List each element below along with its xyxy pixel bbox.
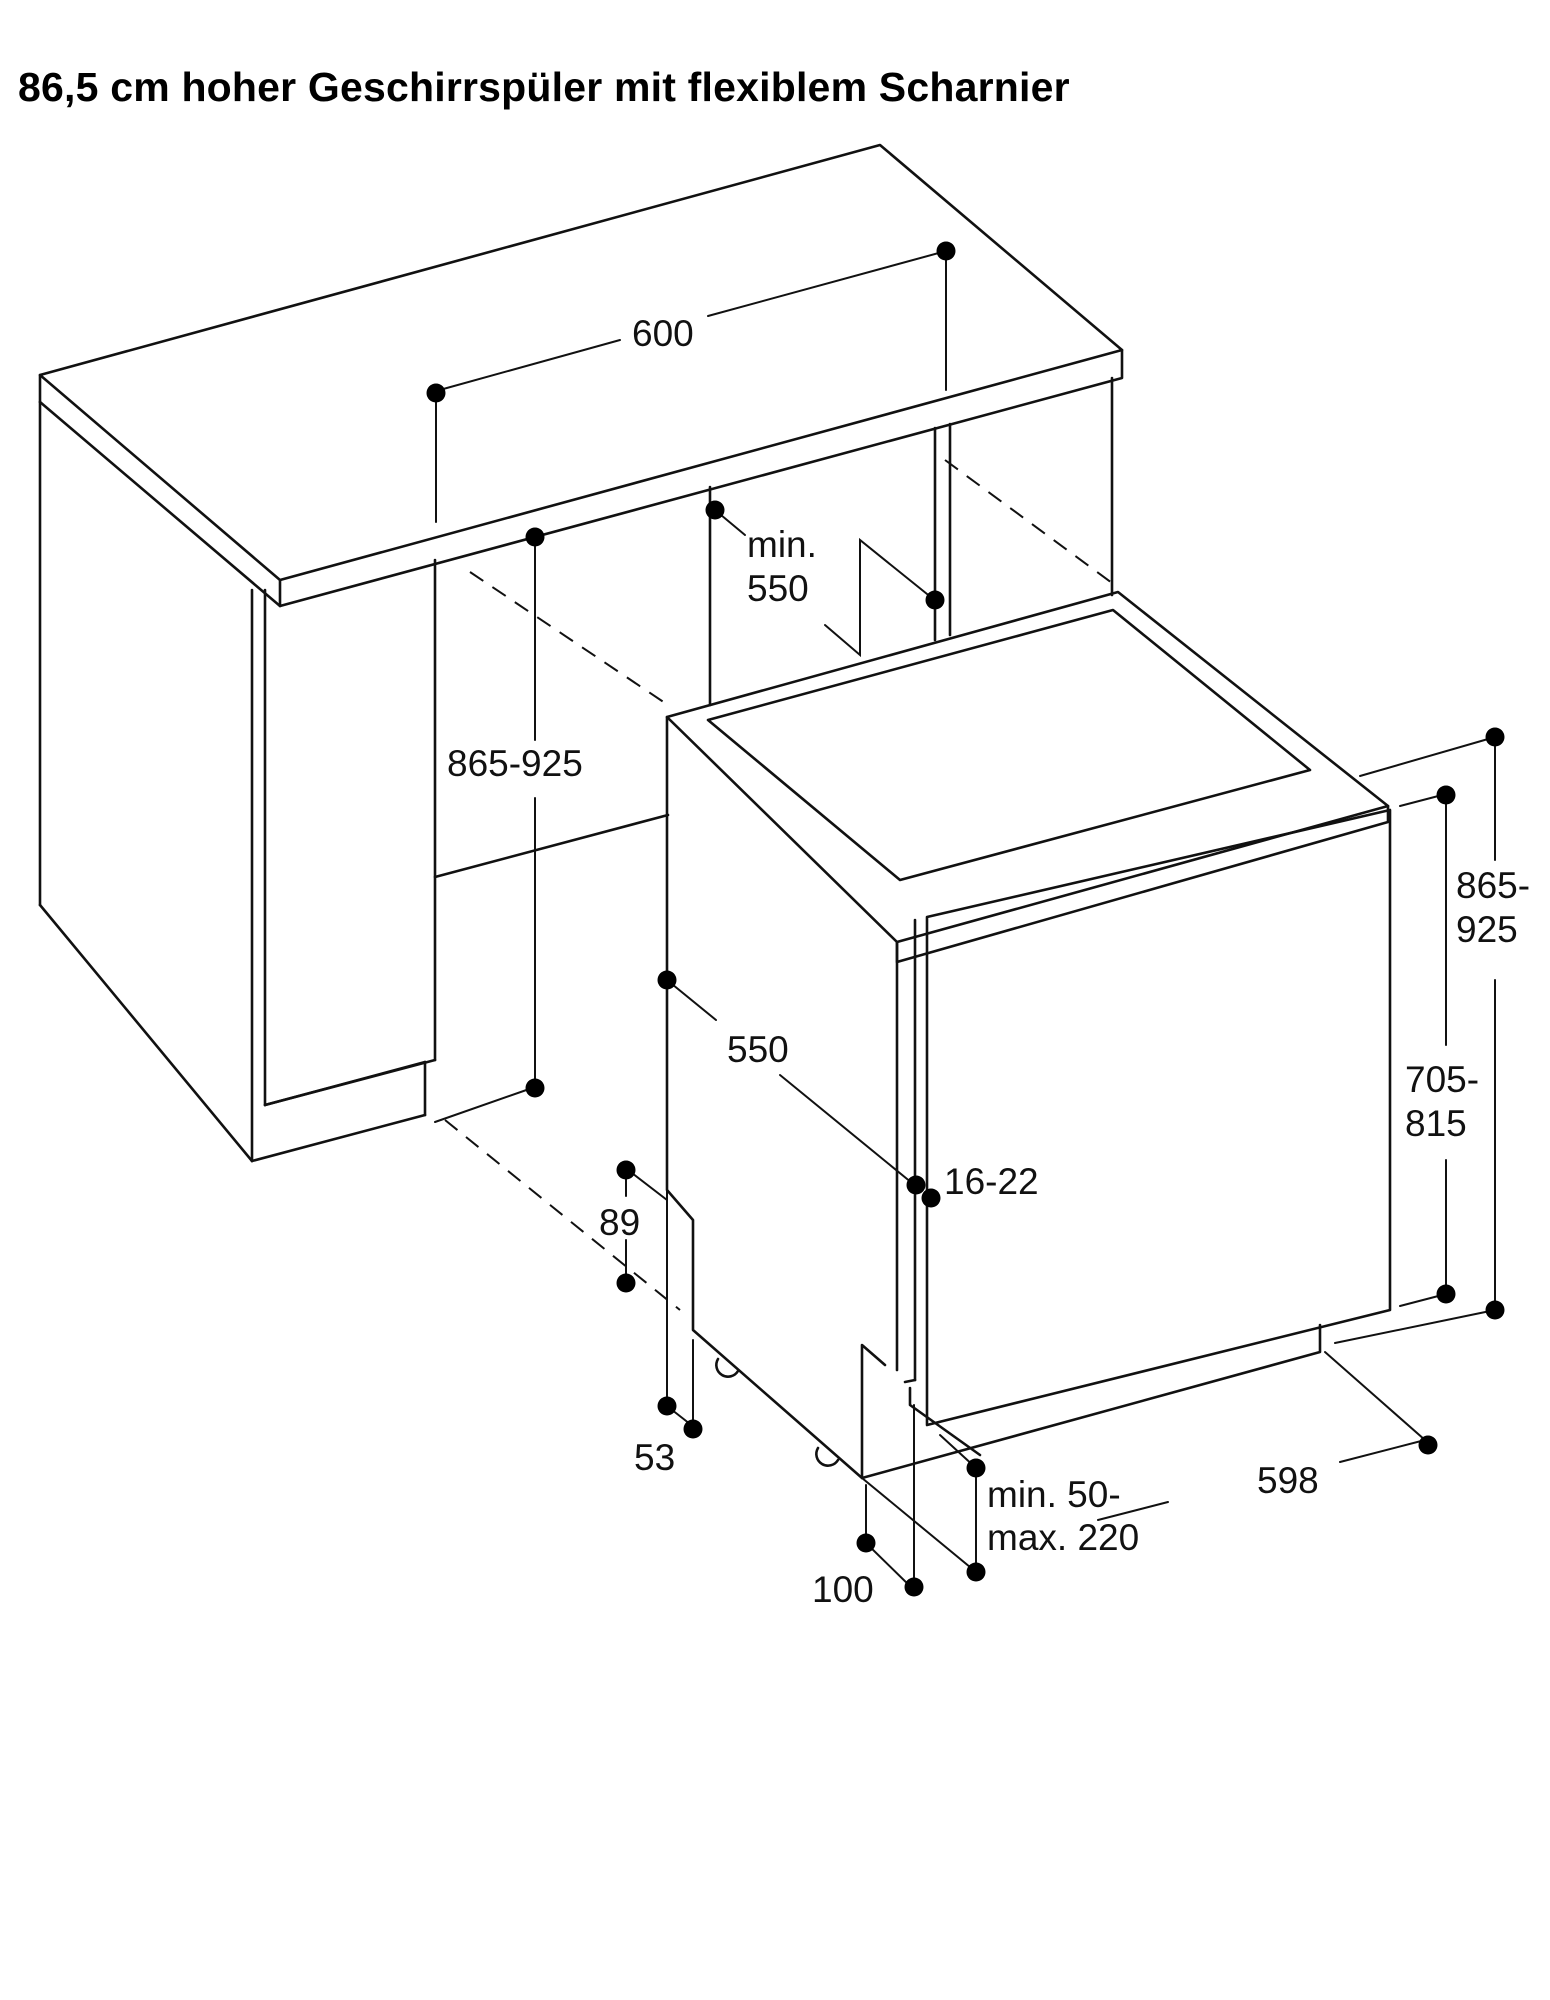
countertop: [38, 143, 1124, 608]
dimension-labels: 600 min. 550 865-925 550 16-22 89 53 865…: [447, 313, 1530, 1610]
label-foot-offset: 100: [812, 1569, 874, 1610]
label-depth-min: min.: [747, 524, 817, 565]
label-total-height-a: 865-: [1456, 865, 1530, 906]
label-appliance-depth: 550: [727, 1029, 789, 1070]
label-door-height-b: 815: [1405, 1103, 1467, 1144]
label-plinth-depth: 53: [634, 1437, 675, 1478]
dimension-lines: [434, 250, 1496, 1591]
label-plinth-gap-a: min. 50-: [987, 1474, 1121, 1515]
label-niche-height: 865-925: [447, 743, 583, 784]
left-cabinet: [38, 400, 437, 1163]
label-total-height-b: 925: [1456, 909, 1518, 950]
label-plinth-height: 89: [599, 1202, 640, 1243]
page-title: 86,5 cm hoher Geschirrspüler mit flexibl…: [18, 64, 1070, 110]
label-plinth-gap-b: max. 220: [987, 1517, 1139, 1558]
label-width-600: 600: [632, 313, 694, 354]
label-depth-550: 550: [747, 568, 809, 609]
label-door-height-a: 705-: [1405, 1059, 1479, 1100]
dimension-dots: [426, 241, 1505, 1597]
label-door-offset: 16-22: [944, 1161, 1039, 1202]
label-appliance-width: 598: [1257, 1460, 1319, 1501]
